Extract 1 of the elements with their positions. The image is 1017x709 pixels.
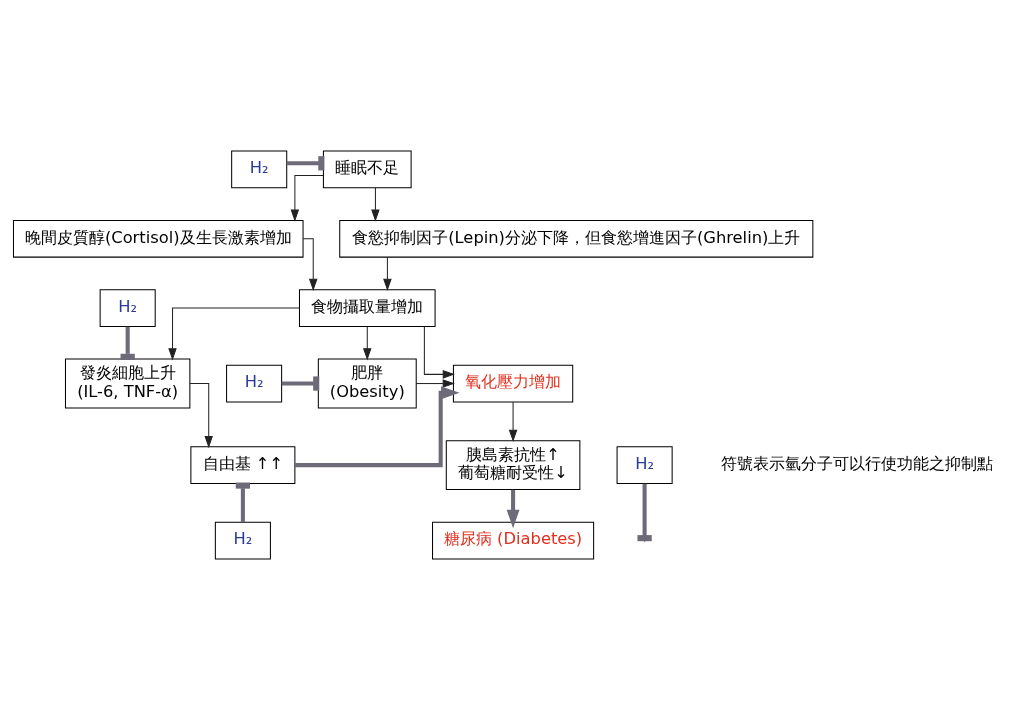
label: 符號表示氫分子可以行使功能之抑制點 <box>720 453 993 473</box>
